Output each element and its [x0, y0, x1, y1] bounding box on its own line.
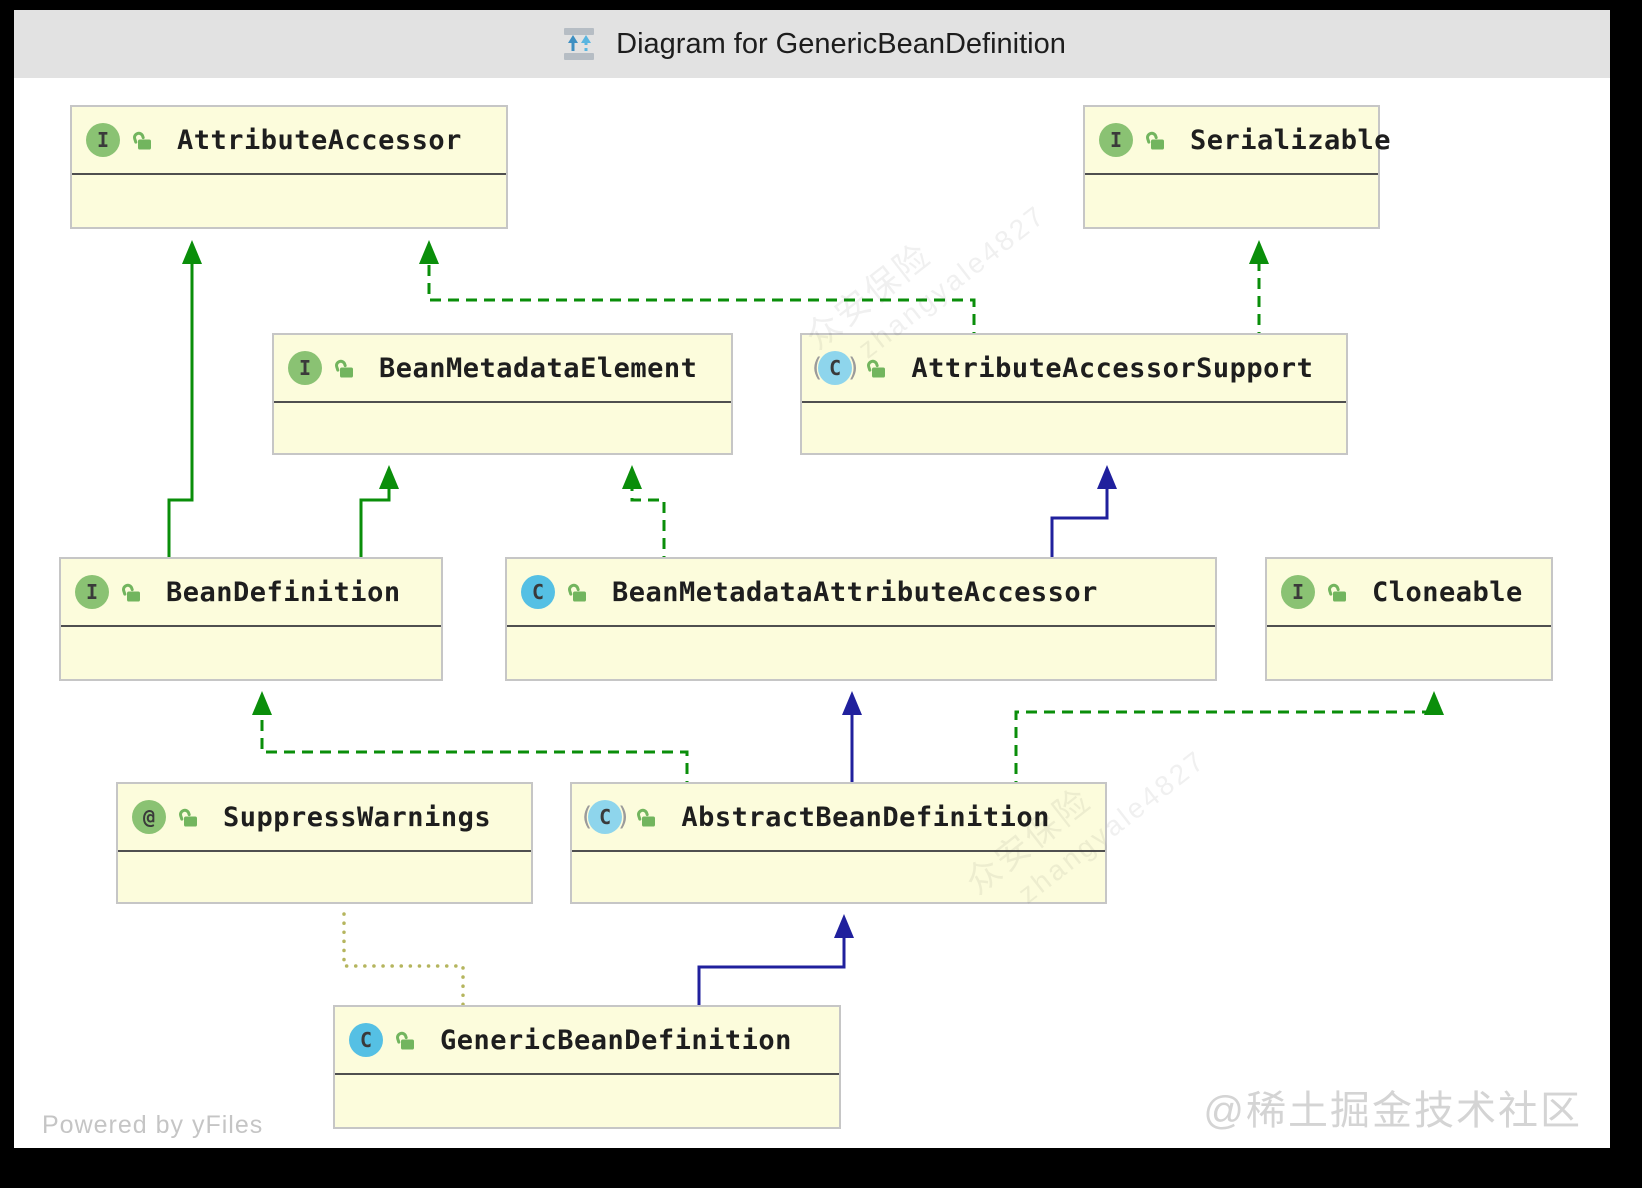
arrowhead-extends	[1097, 465, 1117, 489]
lock-icon	[396, 1031, 414, 1049]
node-header: C BeanMetadataAttributeAccessor	[507, 559, 1215, 627]
node-label: BeanMetadataAttributeAccessor	[612, 576, 1098, 608]
arrowhead-implements	[252, 691, 272, 715]
interface-icon: I	[75, 575, 109, 609]
arrowhead-implements	[1249, 240, 1269, 264]
arrowhead-implements	[419, 240, 439, 264]
edge-abstract-bean-definition-to-cloneable	[1014, 710, 1436, 792]
edge-bean-metadata-attribute-accessor-to-attribute-accessor-support	[1050, 489, 1109, 567]
community-watermark: @稀土掘金技术社区	[1203, 1089, 1582, 1133]
node-header: I Cloneable	[1267, 559, 1551, 627]
lock-icon	[568, 583, 586, 601]
abstract-paren: (	[812, 353, 823, 383]
class-node-generic-bean-definition[interactable]: C GenericBeanDefinition	[333, 1005, 841, 1129]
arrowhead-extends	[842, 691, 862, 715]
abstract-paren: )	[618, 802, 629, 832]
edge-bean-definition-to-attribute-accessor	[167, 264, 194, 567]
edge-abstract-bean-definition-to-bean-definition	[260, 715, 689, 792]
diagram-window: Diagram for GenericBeanDefinition I Attri…	[14, 10, 1610, 1148]
node-label: AttributeAccessorSupport	[911, 352, 1314, 384]
node-label: GenericBeanDefinition	[440, 1024, 792, 1056]
class-node-serializable[interactable]: I Serializable	[1083, 105, 1391, 229]
lock-icon	[335, 359, 353, 377]
arrowhead-extends	[379, 465, 399, 489]
node-header: (C) AttributeAccessorSupport	[802, 335, 1346, 403]
edge-suppress-warnings-to-generic-bean-definition	[342, 912, 465, 1017]
diagram-popup-icon	[564, 28, 595, 60]
class-node-attribute-accessor[interactable]: I AttributeAccessor	[70, 105, 508, 229]
edge-bean-metadata-attribute-accessor-to-bean-metadata-element	[630, 489, 666, 567]
lock-icon	[133, 131, 151, 149]
class-icon: C	[521, 575, 555, 609]
interface-icon: I	[1099, 123, 1133, 157]
abstract-class-icon: C	[818, 351, 853, 385]
arrowhead-implements	[1424, 691, 1444, 715]
node-label: Cloneable	[1372, 576, 1523, 608]
page-title: Diagram for GenericBeanDefinition	[616, 27, 1066, 60]
interface-icon: I	[86, 123, 120, 157]
interface-icon: I	[288, 351, 322, 385]
class-node-bean-metadata-element[interactable]: I BeanMetadataElement	[272, 333, 733, 455]
class-node-suppress-warnings[interactable]: @ SuppressWarnings	[116, 782, 533, 904]
node-header: I BeanMetadataElement	[274, 335, 731, 403]
node-header: @ SuppressWarnings	[118, 784, 531, 852]
edge-generic-bean-definition-to-abstract-bean-definition	[697, 938, 846, 1015]
class-node-abstract-bean-definition[interactable]: (C) AbstractBeanDefinition	[570, 782, 1107, 904]
node-label: Serializable	[1190, 124, 1392, 156]
node-label: AttributeAccessor	[177, 124, 462, 156]
node-label: AbstractBeanDefinition	[681, 801, 1050, 833]
class-node-attribute-accessor-support[interactable]: (C) AttributeAccessorSupport	[800, 333, 1348, 455]
lock-icon	[179, 808, 197, 826]
node-label: BeanDefinition	[166, 576, 401, 608]
diagram-titlebar: Diagram for GenericBeanDefinition	[14, 10, 1610, 78]
node-header: (C) AbstractBeanDefinition	[572, 784, 1105, 852]
class-node-bean-definition[interactable]: I BeanDefinition	[59, 557, 443, 681]
annotation-icon: @	[132, 800, 166, 834]
node-header: C GenericBeanDefinition	[335, 1007, 839, 1075]
edge-attribute-accessor-support-to-attribute-accessor	[427, 264, 976, 343]
abstract-paren: )	[848, 353, 859, 383]
arrowhead-extends	[834, 914, 854, 938]
node-header: I Serializable	[1085, 107, 1391, 175]
interface-icon: I	[1281, 575, 1315, 609]
lock-icon	[637, 808, 656, 826]
arrowhead-extends	[182, 240, 202, 264]
lock-icon	[122, 583, 140, 601]
class-node-cloneable[interactable]: I Cloneable	[1265, 557, 1553, 681]
class-node-bean-metadata-attribute-accessor[interactable]: C BeanMetadataAttributeAccessor	[505, 557, 1217, 681]
abstract-paren: (	[582, 802, 593, 832]
class-icon: C	[349, 1023, 383, 1057]
edge-bean-definition-to-bean-metadata-element	[359, 489, 391, 567]
node-header: I AttributeAccessor	[72, 107, 506, 175]
node-label: SuppressWarnings	[223, 801, 492, 833]
lock-icon	[867, 359, 886, 377]
node-header: I BeanDefinition	[61, 559, 441, 627]
abstract-class-icon: C	[588, 800, 623, 834]
node-label: BeanMetadataElement	[379, 352, 698, 384]
lock-icon	[1328, 583, 1346, 601]
arrowhead-implements	[622, 465, 642, 489]
powered-by-yfiles-label: Powered by yFiles	[42, 1111, 264, 1139]
lock-icon	[1146, 131, 1164, 149]
